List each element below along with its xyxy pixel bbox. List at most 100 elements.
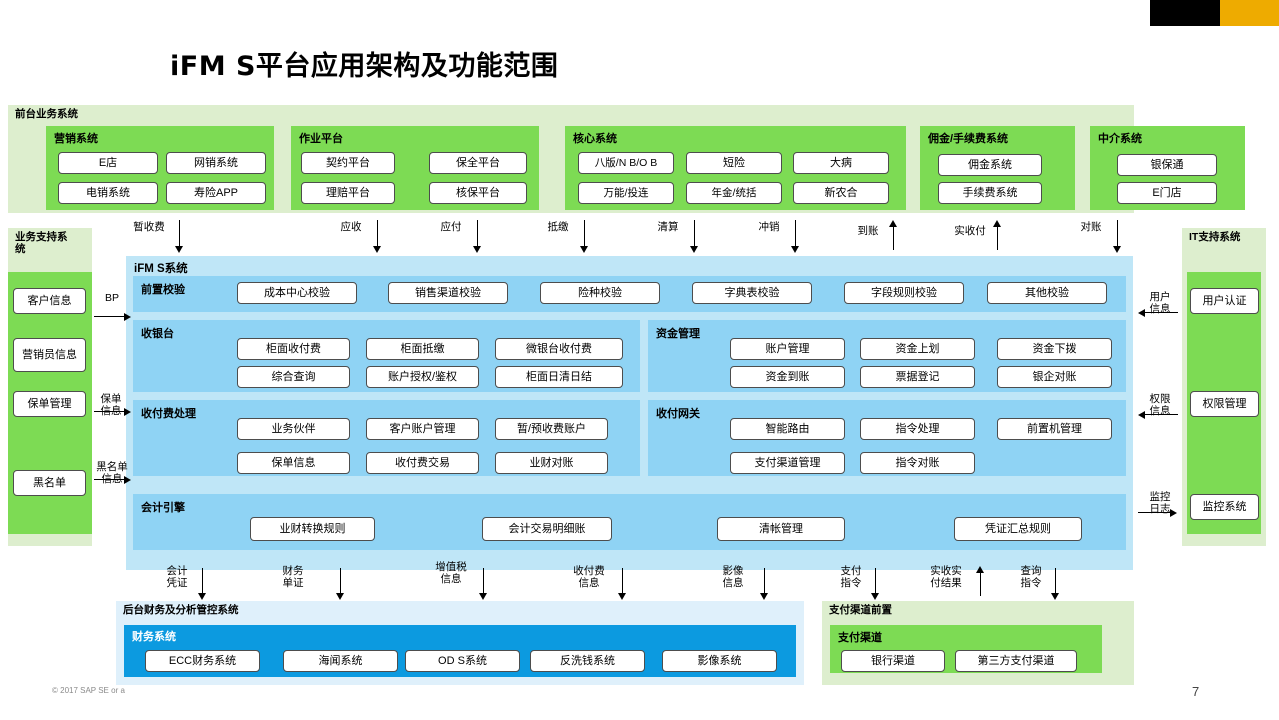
node-instruction-reconciliation[interactable]: 指令对账 [860,452,975,474]
node-e-store[interactable]: E店 [58,152,158,174]
node-policy-information[interactable]: 保单信息 [237,452,350,474]
flow-label-settlement: 清算 [657,221,679,233]
section-cashier-title: 收银台 [141,328,174,340]
node-claims-platform[interactable]: 理赔平台 [301,182,395,204]
node-agent-info[interactable]: 营销员信息 [13,338,86,372]
it-support-band-title: IT支持系统 [1189,231,1241,243]
flow-label-blacklist-info: 黑名单 信息 [96,461,128,485]
node-counter-offset[interactable]: 柜面抵缴 [366,338,479,360]
node-online-sales[interactable]: 网销系统 [166,152,266,174]
node-counter-receipt-payment[interactable]: 柜面收付费 [237,338,350,360]
node-instruction-processing[interactable]: 指令处理 [860,418,975,440]
node-fund-arrival[interactable]: 资金到账 [730,366,845,388]
node-customer-info[interactable]: 客户信息 [13,288,86,314]
node-contract-platform[interactable]: 契约平台 [301,152,395,174]
flow-arrow-actual-result-line [980,572,981,596]
flow-arrow-user-info-head [1138,309,1145,317]
node-fund-upload[interactable]: 资金上划 [860,338,975,360]
ifms-core-container: iFM S系统 前置校验 成本中心校验 销售渠道校验 险种校验 字典表校验 字段… [126,256,1133,570]
node-intelligent-routing[interactable]: 智能路由 [730,418,845,440]
flow-arrow-blacklist-info-line [94,479,126,480]
flow-arrow-permission-info-line [1144,414,1178,415]
node-business-finance-conversion-rule[interactable]: 业财转换规则 [250,517,375,541]
node-new-rural-coop[interactable]: 新农合 [793,182,889,204]
node-bancassurance[interactable]: 银保通 [1117,154,1217,176]
finance-system-group-title: 财务系统 [132,631,176,643]
node-account-management[interactable]: 账户管理 [730,338,845,360]
flow-label-permission-info: 权限 信息 [1149,393,1171,417]
flow-arrow-bp-head [124,313,131,321]
node-bank-channel[interactable]: 银行渠道 [841,650,945,672]
node-bill-registration[interactable]: 票据登记 [860,366,975,388]
flow-arrow-monitoring-log-head [1170,509,1177,517]
node-critical-illness[interactable]: 大病 [793,152,889,174]
ifms-title: iFM S系统 [134,263,188,275]
flow-label-vat-info: 增值税 信息 [435,561,467,585]
flow-label-writeoff: 冲销 [758,221,780,233]
node-permission-management[interactable]: 权限管理 [1190,391,1259,417]
node-imaging-system[interactable]: 影像系统 [662,650,777,672]
node-counter-daily-settlement[interactable]: 柜面日清日结 [495,366,623,388]
node-underwriting-platform[interactable]: 核保平台 [429,182,527,204]
node-third-party-payment-channel[interactable]: 第三方支付渠道 [955,650,1077,672]
node-ecc-finance-system[interactable]: ECC财务系统 [145,650,260,672]
flow-arrow-blacklist-info-head [124,476,131,484]
node-service-fee[interactable]: 手续费系统 [938,182,1042,204]
node-voucher-summary-rule[interactable]: 凭证汇总规则 [954,517,1082,541]
node-anti-money-laundering-system[interactable]: 反洗钱系统 [530,650,645,672]
payment-front-band-title: 支付渠道前置 [829,604,892,616]
node-customer-account-management[interactable]: 客户账户管理 [366,418,479,440]
group-commission-system-title: 佣金/手续费系统 [928,133,1009,145]
node-receipt-payment-transaction[interactable]: 收付费交易 [366,452,479,474]
node-accounting-transaction-ledger[interactable]: 会计交易明细账 [482,517,612,541]
node-life-app[interactable]: 寿险APP [166,182,266,204]
flow-label-bp: BP [104,292,119,304]
group-core-system-title: 核心系统 [573,133,617,145]
node-fund-allocation[interactable]: 资金下拨 [997,338,1112,360]
node-user-authentication[interactable]: 用户认证 [1190,288,1259,314]
flow-arrow-policy-info-line [94,411,126,412]
node-insurance-type-validation[interactable]: 险种校验 [540,282,660,304]
node-blacklist[interactable]: 黑名单 [13,470,86,496]
node-universal-unit-linked[interactable]: 万能/投连 [578,182,674,204]
node-policy-management[interactable]: 保单管理 [13,391,86,417]
section-receipt-payment-processing-title: 收付费处理 [141,408,196,420]
flow-arrow-temp-charge-head [175,246,183,253]
node-front-end-machine-management[interactable]: 前置机管理 [997,418,1112,440]
decor-bar-gold [1220,0,1279,26]
node-field-rule-validation[interactable]: 字段规则校验 [844,282,964,304]
node-e-store-front[interactable]: E门店 [1117,182,1217,204]
flow-arrow-vat-info-head [479,593,487,600]
node-cost-center-validation[interactable]: 成本中心校验 [237,282,357,304]
node-ods-system[interactable]: OD S系统 [405,650,520,672]
node-account-authorization[interactable]: 账户授权/鉴权 [366,366,479,388]
back-office-band-title: 后台财务及分析管控系统 [123,604,239,616]
node-dictionary-table-validation[interactable]: 字典表校验 [692,282,812,304]
node-payment-channel-management[interactable]: 支付渠道管理 [730,452,845,474]
flow-arrow-payable-head [473,246,481,253]
flow-label-actual-result: 实收实 付结果 [930,565,962,589]
node-annuity-group[interactable]: 年金/统括 [686,182,782,204]
node-bank-enterprise-reconciliation[interactable]: 银企对账 [997,366,1112,388]
node-integrated-query[interactable]: 综合查询 [237,366,350,388]
flow-label-receivable: 应收 [340,221,362,233]
node-clearing-management[interactable]: 清帐管理 [717,517,845,541]
node-haiwen-system[interactable]: 海闻系统 [283,650,398,672]
node-monitoring-system[interactable]: 监控系统 [1190,494,1259,520]
node-business-finance-reconciliation[interactable]: 业财对账 [495,452,608,474]
flow-arrow-temp-charge-line [179,220,180,248]
node-policy-service-platform[interactable]: 保全平台 [429,152,527,174]
node-core-v8-nb-ob[interactable]: 八版/N B/O B [578,152,674,174]
node-short-term-insurance[interactable]: 短险 [686,152,782,174]
node-telesales[interactable]: 电销系统 [58,182,158,204]
flow-label-monitoring-log: 监控 日志 [1149,491,1171,515]
node-business-partner[interactable]: 业务伙伴 [237,418,350,440]
flow-arrow-receivable-head [373,246,381,253]
node-sales-channel-validation[interactable]: 销售渠道校验 [388,282,508,304]
node-commission[interactable]: 佣金系统 [938,154,1042,176]
flow-arrow-offset-line [584,220,585,248]
node-other-validation[interactable]: 其他校验 [987,282,1107,304]
node-micro-cashier-receipt-payment[interactable]: 微银台收付费 [495,338,623,360]
node-temp-prepaid-account[interactable]: 暂/预收费账户 [495,418,608,440]
flow-arrow-arrival-line [893,226,894,250]
